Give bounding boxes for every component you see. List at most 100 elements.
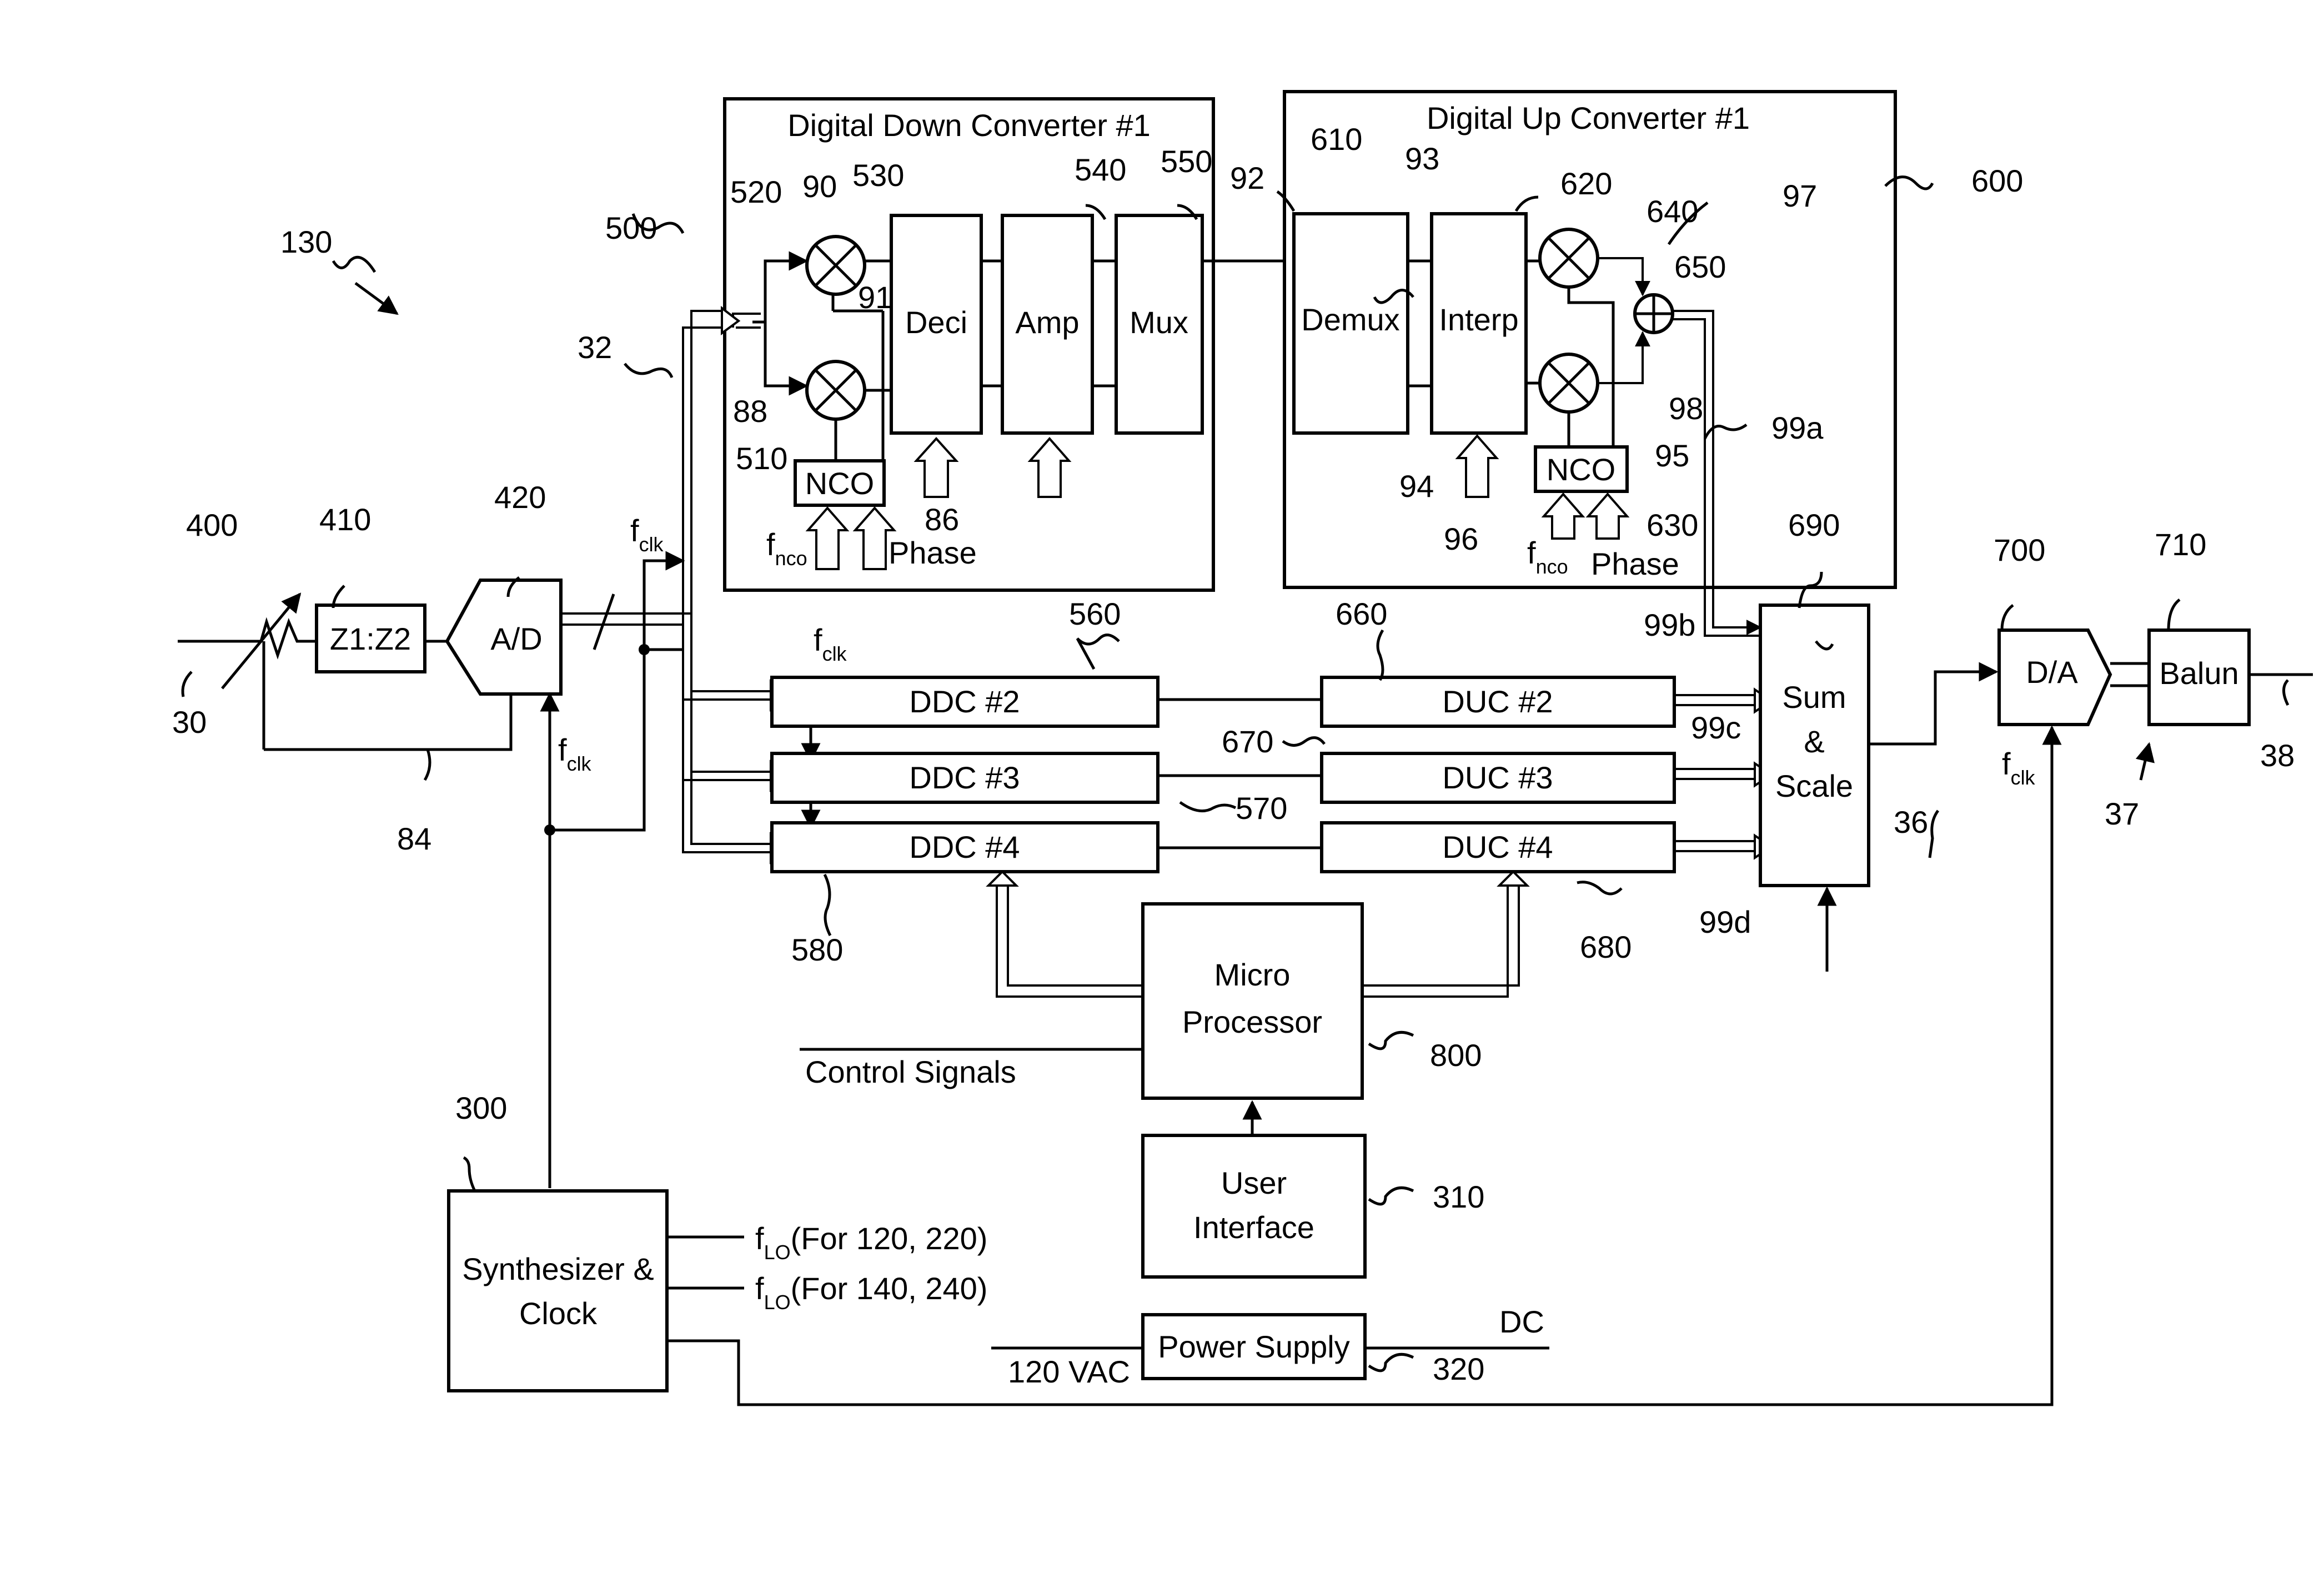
duc3-label: DUC #3	[1442, 760, 1553, 795]
ref-96: 96	[1444, 521, 1478, 556]
ddc3-label: DDC #3	[909, 760, 1020, 795]
da-label: D/A	[2026, 655, 2078, 690]
ref-300: 300	[455, 1090, 507, 1125]
ref-540: 540	[1075, 152, 1126, 187]
duc1-title: Digital Up Converter #1	[1427, 100, 1750, 135]
ref-700: 700	[1994, 532, 2045, 567]
ref-30: 30	[172, 705, 207, 740]
ref-500: 500	[605, 210, 657, 245]
ref-520: 520	[730, 174, 782, 209]
ref-38: 38	[2260, 738, 2295, 773]
ref-97: 97	[1783, 178, 1817, 213]
fclk-ad-label: fclk	[558, 732, 592, 775]
clock-label: Clock	[519, 1296, 598, 1331]
ref-90: 90	[802, 169, 837, 204]
ref-99a: 99a	[1771, 410, 1824, 445]
user-label: User	[1221, 1165, 1287, 1200]
mixer-icon	[807, 237, 865, 294]
ref-310: 310	[1433, 1179, 1484, 1214]
interp-label: Interp	[1439, 302, 1518, 337]
ddc1-title: Digital Down Converter #1	[787, 108, 1151, 143]
duc-nco-label: NCO	[1547, 452, 1615, 487]
ref-690: 690	[1788, 507, 1840, 542]
z1z2-label: Z1:Z2	[330, 621, 411, 656]
ref-36: 36	[1894, 804, 1928, 839]
mixer-icon	[807, 361, 865, 419]
ref-680: 680	[1580, 929, 1632, 964]
ref-710: 710	[2155, 527, 2206, 562]
duc2-label: DUC #2	[1442, 684, 1553, 719]
ref-94: 94	[1399, 469, 1434, 504]
ref-510: 510	[736, 441, 787, 476]
micro-label: Micro	[1214, 957, 1291, 992]
interface-label: Interface	[1193, 1210, 1314, 1245]
ref-99d: 99d	[1699, 904, 1751, 939]
ddc2-label: DDC #2	[909, 684, 1020, 719]
synth-label: Synthesizer &	[462, 1251, 654, 1286]
control-signals-label: Control Signals	[805, 1054, 1016, 1089]
ref-630: 630	[1647, 507, 1698, 542]
balun-label: Balun	[2159, 656, 2238, 691]
sum-label: Sum	[1782, 680, 1846, 715]
ref-560: 560	[1069, 596, 1121, 631]
ref-800: 800	[1430, 1038, 1482, 1073]
demux-label: Demux	[1301, 302, 1399, 337]
ref-32: 32	[578, 330, 612, 365]
amp-symbol-label: &	[1804, 724, 1824, 759]
ref-600: 600	[1971, 163, 2023, 198]
phase-label: Phase	[889, 535, 977, 570]
ref-86: 86	[925, 502, 959, 537]
processor-label: Processor	[1182, 1004, 1322, 1039]
ref-610: 610	[1311, 122, 1362, 157]
ref-400: 400	[186, 507, 238, 542]
ref-37: 37	[2105, 796, 2139, 831]
amp-label: Amp	[1015, 305, 1079, 340]
power-supply-label: Power Supply	[1158, 1329, 1350, 1364]
vac-label: 120 VAC	[1008, 1354, 1130, 1389]
ref-93: 93	[1405, 141, 1439, 176]
mixer-icon	[1540, 354, 1598, 412]
flo-140-label: fLO(For 140, 240)	[755, 1271, 987, 1314]
ref-88: 88	[733, 394, 767, 429]
ref-91: 91	[858, 280, 892, 315]
flo-120-label: fLO(For 120, 220)	[755, 1221, 987, 1264]
ref-84: 84	[397, 821, 431, 856]
duc-phase-label: Phase	[1591, 546, 1679, 581]
ref-95: 95	[1655, 438, 1689, 473]
ref-580: 580	[791, 932, 843, 967]
variable-attenuator-icon	[222, 594, 311, 750]
fclk-ddc-label: fclk	[814, 622, 847, 665]
nco-label: NCO	[805, 466, 874, 501]
ref-320: 320	[1433, 1351, 1484, 1386]
mixer-icon	[1540, 229, 1598, 287]
ref-620: 620	[1560, 166, 1612, 201]
micro-processor-block	[1143, 904, 1362, 1098]
duc4-label: DUC #4	[1442, 829, 1553, 864]
dc-label: DC	[1499, 1304, 1544, 1339]
ref-92: 92	[1230, 160, 1264, 195]
ref-650: 650	[1674, 249, 1726, 284]
fclk-ad-bus-label: fclk	[630, 513, 664, 556]
ref-670: 670	[1222, 724, 1273, 759]
ref-640: 640	[1647, 194, 1698, 229]
ref-530: 530	[852, 158, 904, 193]
synthesizer-clock-block	[449, 1191, 667, 1391]
ref-99c: 99c	[1691, 710, 1741, 745]
user-interface-block	[1143, 1135, 1365, 1277]
fclk-da-label: fclk	[2002, 746, 2036, 789]
ref-420: 420	[494, 480, 546, 515]
ref-99b: 99b	[1644, 607, 1695, 642]
ref-98: 98	[1669, 391, 1703, 426]
ad-label: A/D	[490, 621, 542, 656]
scale-label: Scale	[1775, 768, 1853, 803]
ddc1-group: Digital Down Converter #1 Deci Amp Mux N…	[722, 99, 1213, 590]
ref-130: 130	[280, 224, 332, 259]
ref-570: 570	[1236, 791, 1287, 826]
mux-label: Mux	[1130, 305, 1188, 340]
deci-label: Deci	[905, 305, 967, 340]
ddc4-label: DDC #4	[909, 829, 1020, 864]
ref-550: 550	[1161, 144, 1212, 179]
ref-660: 660	[1336, 596, 1387, 631]
